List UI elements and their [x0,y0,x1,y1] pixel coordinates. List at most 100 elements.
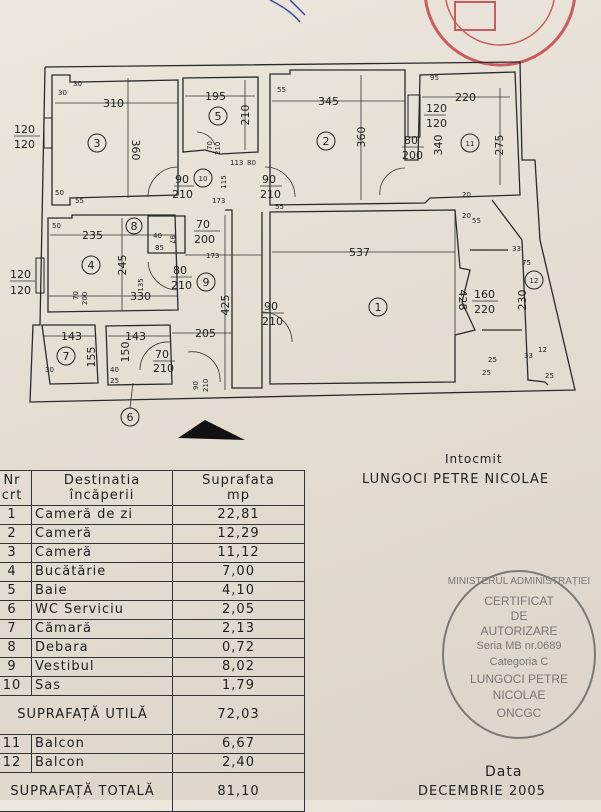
label: 70 [155,348,169,361]
label: 120 [14,123,35,136]
label: 200 [81,292,89,305]
label: SUPRAFAȚĂ TOTALĂ [0,772,173,812]
label: 220 [474,303,495,316]
label: 210 [202,379,210,392]
label: 40 [110,366,119,374]
room-9-label: 9 [203,276,210,289]
label: 30 [73,80,82,88]
label: Cameră [31,524,173,544]
label: 50 [52,222,61,230]
label: 360 [355,127,368,148]
ink-mark [269,0,306,23]
label: 210 [239,105,252,126]
label: 20 [462,191,471,199]
date-label: Data [485,764,523,780]
label: 12,29 [172,524,305,544]
label: 195 [205,90,226,103]
label: mp [227,488,250,503]
label: 0,72 [172,638,305,658]
label: 310 [103,97,124,110]
label: AUTORIZARE [480,624,558,638]
label: 210 [214,142,222,155]
label: Baie [31,581,173,601]
room-numbers: 1 2 3 4 5 6 7 8 9 10 11 12 [56,106,544,427]
label: 115 [220,175,228,188]
label: 8 [0,638,32,658]
label: 230 [516,290,529,311]
date-value: DECEMBRIE 2005 [418,784,546,799]
label: 6 [0,600,32,620]
label: 25 [545,372,554,380]
label: 160 [474,288,495,301]
label: 1,79 [172,676,305,696]
label: 10 [0,676,32,696]
label: 4,10 [172,581,305,601]
label: Seria MB nr.0689 [476,640,562,652]
label: SUPRAFAȚĂ UTILĂ [0,695,173,735]
label: 1 [0,505,32,525]
label: 55 [472,217,481,225]
room-1-label: 1 [375,301,382,314]
label: DE [510,609,528,623]
label: 210 [260,188,281,201]
label: 30 [58,89,67,97]
label: 20 [462,212,471,220]
label: 70 [72,291,80,300]
label: 90 [262,173,276,186]
label: 75 [522,259,531,267]
label: 25 [488,356,497,364]
dimension-labels: 310 360 30 30 50 55 120 120 120 120 195 … [10,74,554,392]
label: 80 [404,134,418,147]
label: 33 [524,352,533,360]
label: 2 [0,524,32,544]
label: 9 [0,657,32,677]
label: 55 [275,203,284,211]
label: 210 [153,362,174,375]
label: 120 [14,138,35,151]
label: 345 [318,95,339,108]
label: 85 [155,244,164,252]
label: MINISTERUL ADMINISTRAȚIEI [447,576,591,587]
label: 2,13 [172,619,305,639]
label: 81,10 [172,772,305,812]
label: 22,81 [172,505,305,525]
label: 8,02 [172,657,305,677]
author-label: Intocmit [445,452,503,466]
label: 120 [426,102,447,115]
label: 50 [55,189,64,197]
room-3-label: 3 [94,137,101,150]
windows [35,94,421,294]
label: 25 [482,369,491,377]
label: 210 [172,188,193,201]
label: 155 [85,347,98,368]
label: 4 [0,562,32,582]
label: 90 [175,173,189,186]
door-swings [139,131,406,383]
label: 120 [426,117,447,130]
label: Balcon [31,753,173,773]
label: 40 [153,232,162,240]
label: Sas [31,676,173,696]
label: 11,12 [172,543,305,563]
label: Destinatia [63,473,141,488]
label: Categoria C [489,656,549,668]
label: 55 [75,197,84,205]
label: Cameră de zi [31,505,173,525]
label: 120 [10,268,31,281]
label: Nr [3,473,21,488]
label: 25 [110,377,119,385]
label: 5 [0,581,32,601]
label: 95 [430,74,439,82]
room-4-label: 4 [88,259,95,272]
label: 205 [195,327,216,340]
label: crt [1,488,23,503]
label: 537 [349,246,370,259]
label: 173 [212,197,225,205]
